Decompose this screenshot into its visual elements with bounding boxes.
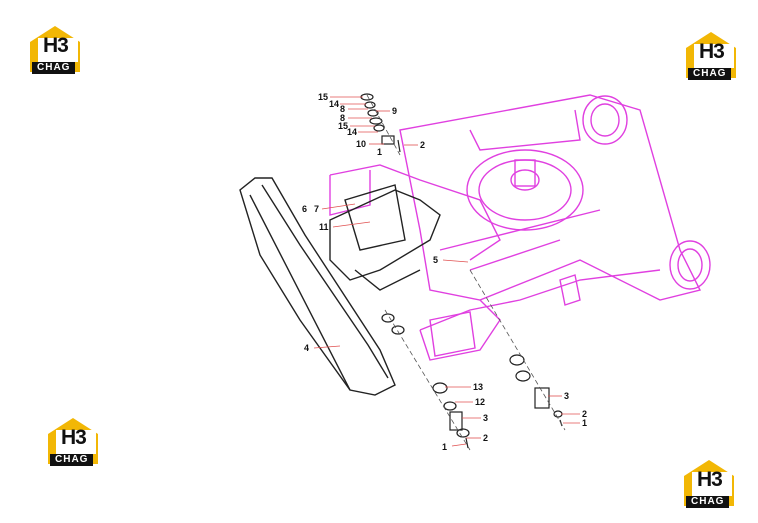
idler-wheel-top — [582, 95, 628, 145]
logo-name: CHAG — [50, 454, 94, 466]
callout-6: 6 — [302, 204, 307, 214]
callout-11: 11 — [319, 222, 329, 232]
callout-labels: 15 14 8 9 8 15 14 10 1 2 6 7 11 5 4 13 1… — [302, 92, 587, 452]
callout-3: 3 — [564, 391, 569, 401]
logo-code: H3 — [699, 40, 725, 63]
hardware-stack-top — [360, 93, 401, 153]
callout-8: 8 — [340, 113, 345, 123]
callout-4: 4 — [304, 343, 309, 353]
sprocket-wheel-right — [669, 240, 711, 290]
callout-12: 12 — [475, 397, 485, 407]
callout-2: 2 — [582, 409, 587, 419]
dozer-blade — [239, 177, 396, 396]
logo-name: CHAG — [686, 496, 730, 508]
house-icon — [686, 32, 736, 78]
logo-code: H3 — [43, 34, 69, 57]
callout-3: 3 — [483, 413, 488, 423]
callout-13: 13 — [473, 382, 483, 392]
brand-logo-bottom-right: H3 CHAG — [680, 458, 738, 508]
blade-arm — [329, 184, 441, 291]
callout-15: 15 — [338, 121, 348, 131]
logo-code: H3 — [697, 468, 723, 491]
track-frame — [329, 94, 702, 361]
callout-14: 14 — [329, 99, 339, 109]
callout-15: 15 — [318, 92, 328, 102]
logo-name: CHAG — [688, 68, 732, 80]
assembly-axis-lines — [366, 94, 566, 451]
callout-9: 9 — [392, 106, 397, 116]
callout-2: 2 — [420, 140, 425, 150]
brand-logo-top-left: H3 CHAG — [26, 24, 84, 74]
callout-1: 1 — [582, 418, 587, 428]
callout-5: 5 — [433, 255, 438, 265]
callout-14: 14 — [347, 127, 357, 137]
house-icon — [684, 460, 734, 506]
leader-lines — [313, 96, 580, 447]
hardware-stack-left — [381, 313, 470, 449]
hardware-stack-right — [509, 354, 563, 427]
callout-8: 8 — [340, 104, 345, 114]
swing-bearing — [466, 149, 584, 231]
logo-code: H3 — [61, 426, 87, 449]
callout-1: 1 — [377, 147, 382, 157]
brand-logo-top-right: H3 CHAG — [682, 30, 740, 80]
house-icon — [30, 26, 80, 72]
callout-10: 10 — [356, 139, 366, 149]
brand-logo-bottom-left: H3 CHAG — [44, 416, 102, 466]
house-icon — [48, 418, 98, 464]
logo-name: CHAG — [32, 62, 76, 74]
callout-2: 2 — [483, 433, 488, 443]
callout-1: 1 — [442, 442, 447, 452]
callout-7: 7 — [314, 204, 319, 214]
